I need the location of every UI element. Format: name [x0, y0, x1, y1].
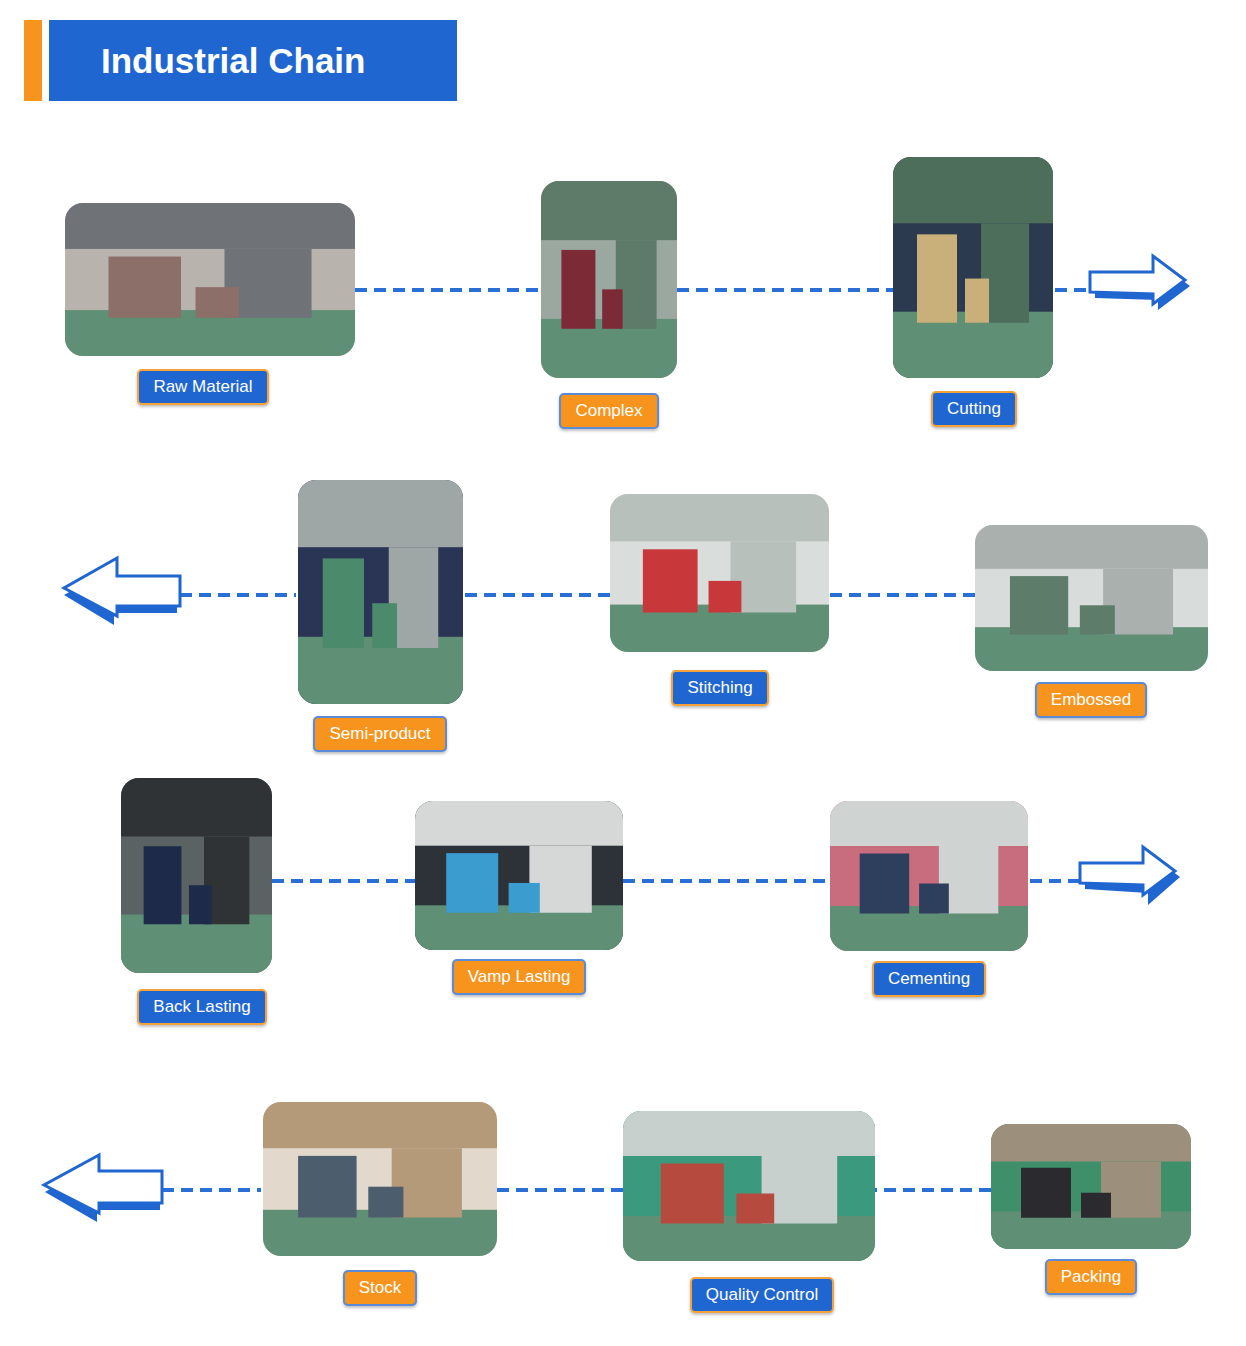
- process-step: Vamp Lasting: [415, 801, 623, 995]
- process-photo: [263, 1102, 497, 1256]
- process-photo: [623, 1111, 875, 1261]
- process-step: Back Lasting: [121, 778, 272, 1025]
- process-step: Semi-product: [298, 480, 463, 752]
- process-photo: [298, 480, 463, 704]
- process-step: Quality Control: [623, 1111, 875, 1313]
- step-label: Quality Control: [690, 1277, 834, 1313]
- diagram-title: Industrial Chain: [49, 20, 457, 101]
- step-label: Embossed: [1035, 682, 1147, 718]
- process-step: Stitching: [610, 494, 829, 706]
- process-step: Complex: [541, 181, 677, 429]
- dashed-connector: [875, 1188, 991, 1192]
- step-label: Raw Material: [137, 369, 268, 405]
- process-photo: [541, 181, 677, 378]
- process-step: Packing: [991, 1124, 1191, 1295]
- step-label: Cutting: [931, 391, 1017, 427]
- step-label: Vamp Lasting: [452, 959, 587, 995]
- title-accent: [24, 20, 42, 101]
- step-label: Back Lasting: [137, 989, 266, 1025]
- dashed-connector: [623, 879, 830, 883]
- process-photo: [830, 801, 1028, 951]
- turn-arrow: [1090, 256, 1190, 310]
- process-step: Raw Material: [65, 203, 355, 405]
- process-photo: [991, 1124, 1191, 1249]
- process-photo: [893, 157, 1053, 378]
- dashed-connector: [272, 879, 415, 883]
- process-photo: [415, 801, 623, 950]
- process-step: Stock: [263, 1102, 497, 1306]
- step-label: Stock: [343, 1270, 418, 1306]
- step-label: Packing: [1045, 1259, 1137, 1295]
- process-step: Cutting: [893, 157, 1053, 427]
- dashed-connector: [497, 1188, 623, 1192]
- turn-arrow: [1080, 847, 1180, 905]
- step-label: Semi-product: [313, 716, 446, 752]
- turn-arrow: [64, 558, 180, 625]
- step-label: Cementing: [872, 961, 986, 997]
- step-label: Stitching: [671, 670, 768, 706]
- dashed-connector: [355, 288, 541, 292]
- dashed-connector: [677, 288, 893, 292]
- process-photo: [610, 494, 829, 652]
- turn-arrow: [44, 1155, 162, 1222]
- process-step: Cementing: [830, 801, 1028, 997]
- step-label: Complex: [559, 393, 658, 429]
- process-photo: [975, 525, 1208, 671]
- process-photo: [121, 778, 272, 973]
- dashed-connector: [463, 593, 610, 597]
- process-step: Embossed: [975, 525, 1208, 718]
- dashed-lead: [162, 290, 1092, 1190]
- title-band: Industrial Chain: [49, 20, 457, 101]
- dashed-connector: [829, 593, 975, 597]
- process-photo: [65, 203, 355, 356]
